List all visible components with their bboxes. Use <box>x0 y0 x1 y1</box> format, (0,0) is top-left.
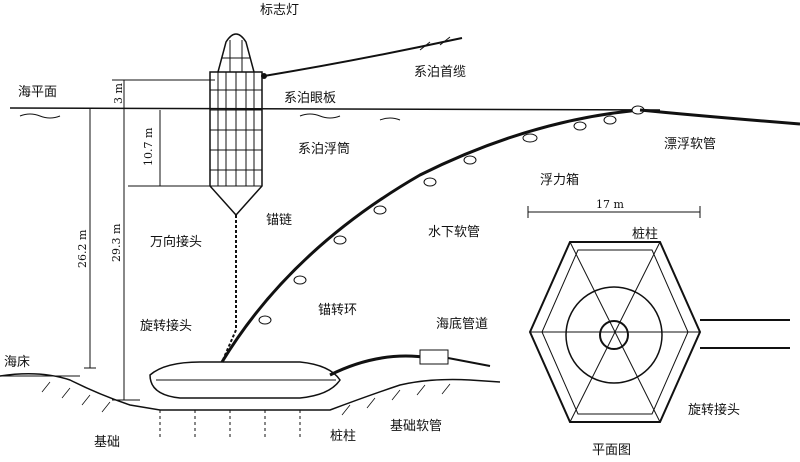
mooring-hawser-label: 系泊首缆 <box>414 64 466 80</box>
piles <box>159 410 301 440</box>
dimension-29-3m: 29.3 m <box>110 223 123 262</box>
beacon-label: 标志灯 <box>260 3 299 18</box>
anchor-chain-label: 锚链 <box>266 213 292 228</box>
dimension-3m: 3 m <box>112 83 125 104</box>
foundation-hose <box>329 354 431 377</box>
dimension-26-2m: 26.2 m <box>76 229 89 268</box>
floating-hose-label: 漂浮软管 <box>664 136 716 152</box>
dimension-10-7m: 10.7 m <box>142 127 155 166</box>
pile-label: 桩柱 <box>330 429 356 444</box>
floating-hose <box>639 108 800 126</box>
seabed-label: 海床 <box>4 355 30 370</box>
anchor-chain <box>221 215 237 363</box>
buoyancy-tank-label: 浮力箱 <box>540 172 579 188</box>
mooring-buoy <box>209 71 263 217</box>
dimension-lines <box>84 79 215 401</box>
foundation-hose-label: 基础软管 <box>390 419 442 434</box>
underwater-hose <box>220 105 645 363</box>
sea-level-label: 海平面 <box>18 85 57 100</box>
plan-view <box>527 206 790 423</box>
beacon-light <box>217 33 255 73</box>
plan-swivel-label: 旋转接头 <box>688 402 740 418</box>
subsea-pipeline <box>419 349 491 367</box>
mooring-eye-plate-label: 系泊眼板 <box>284 91 336 106</box>
underwater-hose-label: 水下软管 <box>428 225 480 240</box>
anchor-swivel-label: 锚转环 <box>318 303 357 318</box>
foundation-label: 基础 <box>94 435 120 450</box>
foundation-base <box>149 361 341 399</box>
dimension-17m: 17 m <box>596 198 624 211</box>
swivel-joint-label: 旋转接头 <box>140 318 192 334</box>
universal-joint-label: 万向接头 <box>150 234 202 250</box>
plan-view-label: 平面图 <box>592 443 631 458</box>
mooring-buoy-label: 系泊浮筒 <box>298 141 350 157</box>
mooring-hawser <box>263 36 463 77</box>
seabed-profile <box>0 373 501 416</box>
plan-pile-label: 桩柱 <box>632 227 658 242</box>
subsea-pipeline-label: 海底管道 <box>436 316 488 332</box>
sea-level-line <box>9 107 661 121</box>
